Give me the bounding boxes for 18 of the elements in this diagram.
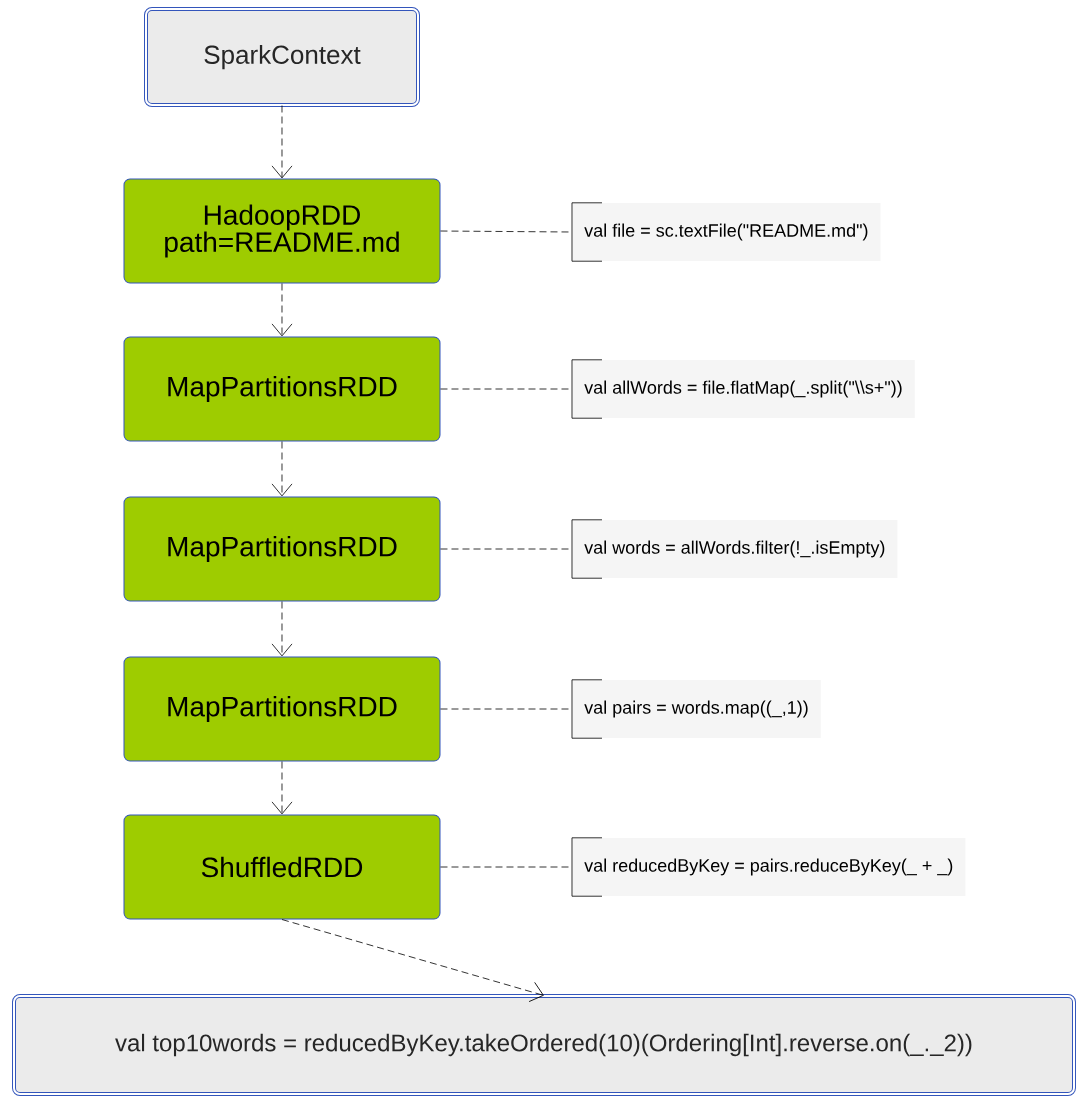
code-note: val allWords = file.flatMap(_.split("\\s+")): [571, 359, 915, 419]
arrow: [271, 283, 293, 337]
rdd-box: MapPartitionsRDD: [123, 496, 441, 602]
arrow: [271, 441, 293, 497]
code-note: val pairs = words.map((_,1)): [571, 679, 821, 739]
arrow: [281, 919, 544, 1002]
rdd-box: MapPartitionsRDD: [123, 336, 441, 442]
context-box: SparkContext: [144, 7, 420, 107]
code-note: val words = allWords.filter(!_.isEmpty): [571, 519, 898, 579]
context-box: val top10words = reducedByKey.takeOrdered(10)(Ordering[Int].reverse.on(_._2)): [12, 994, 1076, 1096]
arrow: [271, 761, 293, 815]
rdd-box: MapPartitionsRDD: [123, 656, 441, 762]
code-note: val reducedByKey = pairs.reduceByKey(_ + _): [571, 837, 966, 897]
arrow: [271, 105, 293, 179]
rdd-box: HadoopRDD path=README.md: [123, 178, 441, 284]
rdd-box: ShuffledRDD: [123, 814, 441, 920]
arrow: [271, 601, 293, 657]
code-note: val file = sc.textFile("README.md"): [571, 202, 881, 262]
